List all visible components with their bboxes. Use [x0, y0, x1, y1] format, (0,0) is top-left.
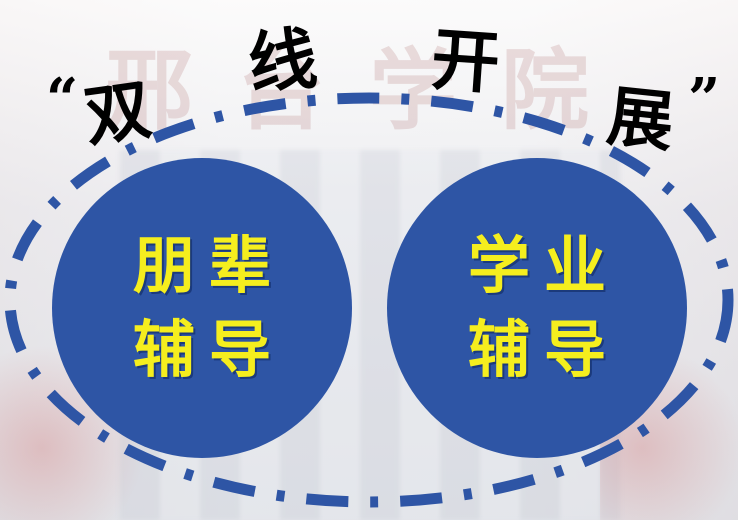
title-char-1: 双 — [79, 69, 156, 157]
peer-tutoring-line1: 朋辈 — [132, 229, 285, 302]
academic-tutoring-line2: 辅导 — [467, 313, 620, 386]
title-open-quote: “ — [46, 66, 79, 132]
peer-tutoring-circle: 朋辈 辅导 — [52, 158, 352, 458]
peer-tutoring-line2: 辅导 — [132, 313, 285, 386]
academic-tutoring-line1: 学业 — [467, 229, 620, 302]
title-char-3: 开 — [428, 19, 503, 105]
title-char-4: 展 — [603, 76, 678, 162]
academic-tutoring-circle: 学业 辅导 — [387, 158, 687, 458]
title-close-quote: ” — [688, 66, 721, 132]
background-signage: 邢台学院 — [104, 38, 633, 130]
title-char-2: 线 — [244, 18, 321, 106]
